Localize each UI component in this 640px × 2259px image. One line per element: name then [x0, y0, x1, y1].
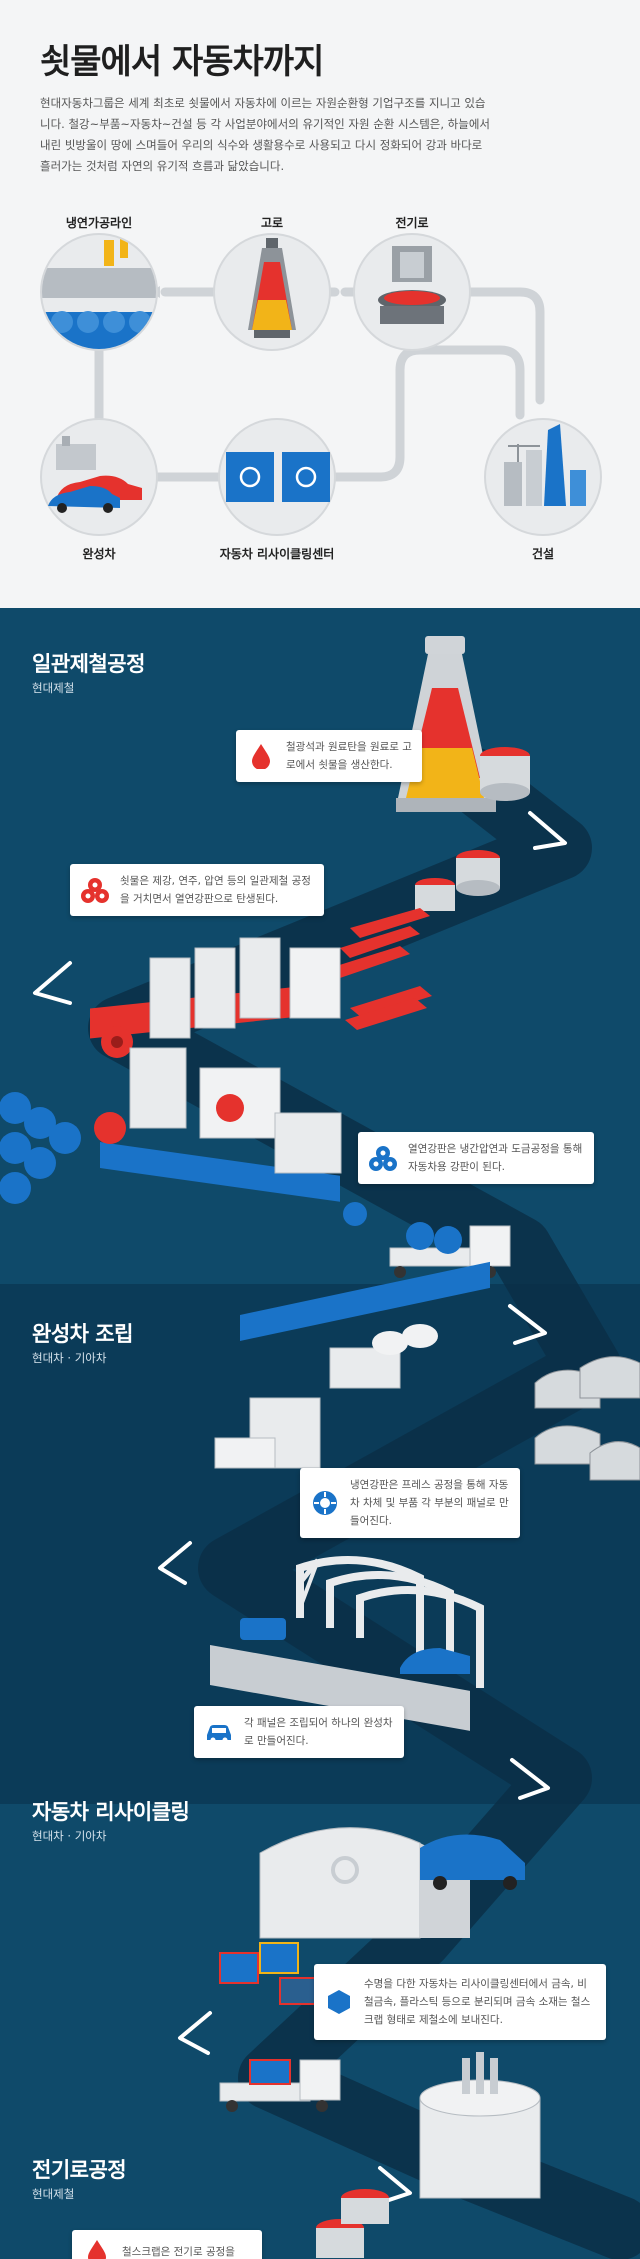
callout-text: 냉연강판은 프레스 공정을 통해 자동차 차체 및 부품 각 부분의 패널로 만…	[350, 1479, 509, 1527]
callout-text: 쇳물은 제강, 연주, 압연 등의 일관제철 공정을 거치면서 열연강판으로 탄…	[120, 875, 311, 905]
callout-pig-iron: 철광석과 원료탄을 원료로 고로에서 쇳물을 생산한다.	[236, 730, 422, 782]
callout-text: 철광석과 원료탄을 원료로 고로에서 쇳물을 생산한다.	[286, 741, 412, 771]
node-label-finished-car: 완성차	[82, 547, 116, 561]
node-finished-car	[40, 418, 158, 536]
gear-icon	[310, 1488, 340, 1518]
section-title-recycling: 자동차 리사이클링	[32, 1800, 190, 1824]
callout-electric-furnace: 철스크랩은 전기로 공정을	[72, 2230, 262, 2259]
rolling-mill-stands	[90, 937, 341, 1058]
section-title-integrated-steel: 일관제철공정	[32, 652, 145, 676]
resource-cycle-diagram	[40, 233, 602, 536]
press-line-illustration	[214, 1261, 490, 1469]
callout-text: 수명을 다한 자동차는 리사이클링센터에서 금속, 비철금속, 플라스틱 등으로…	[364, 1978, 591, 2026]
node-label-construction: 건설	[531, 547, 555, 561]
coil-cluster-icon	[368, 1143, 398, 1173]
node-label-electric-furnace: 전기로	[395, 216, 429, 230]
node-cold-rolling-line	[40, 233, 158, 351]
process-flow-illustration	[0, 636, 640, 2259]
recycling-building-illustration	[259, 1827, 525, 1939]
scrap-truck	[219, 2059, 341, 2112]
node-electric-furnace	[353, 233, 471, 351]
node-blast-furnace	[213, 233, 331, 351]
panel-stacks	[534, 1356, 640, 1481]
ladle-group-1	[415, 747, 530, 911]
car-icon	[204, 1717, 234, 1747]
coil-truck	[389, 1222, 511, 1278]
flow-arrows	[33, 811, 567, 2205]
node-label-blast-furnace: 고로	[260, 216, 284, 230]
callout-text: 열연강판은 냉간압연과 도금공정을 통해 자동차용 강판이 된다.	[408, 1143, 583, 1173]
drop-icon	[82, 2237, 112, 2259]
callout-press: 냉연강판은 프레스 공정을 통해 자동차 차체 및 부품 각 부분의 패널로 만…	[300, 1468, 520, 1538]
section-title-electric-furnace: 전기로공정	[32, 2158, 127, 2182]
scrap-blocks	[219, 1942, 319, 2005]
section-subtitle-integrated-steel: 현대제철	[32, 681, 75, 695]
hexagon-icon	[324, 1987, 354, 2017]
node-label-recycling-center: 자동차 리사이클링센터	[219, 547, 335, 561]
node-recycling-center	[218, 418, 336, 536]
cold-rolling-line-illustration	[94, 1047, 367, 1226]
process-flow-section: 일관제철공정 현대제철 완성차 조립 현대차 · 기아차 자동차 리사이클링 현…	[0, 608, 640, 2259]
intro-text: 현대자동차그룹은 세계 최초로 쇳물에서 자동차에 이르는 자원순환형 기업구조…	[40, 96, 490, 173]
coil-cluster-icon	[80, 875, 110, 905]
slab-line	[330, 908, 432, 1030]
section-subtitle-assembly: 현대차 · 기아차	[32, 1351, 107, 1365]
assembly-line-illustration	[210, 1556, 484, 1731]
node-label-cold-rolling-line: 냉연가공라인	[65, 216, 133, 230]
page-title: 쇳물에서 자동차까지	[40, 42, 324, 82]
callout-assembly: 각 패널은 조립되어 하나의 완성차로 만들어진다.	[194, 1706, 404, 1758]
electric-furnace-illustration	[316, 2052, 541, 2258]
section-title-assembly: 완성차 조립	[32, 1322, 133, 1346]
drop-icon	[246, 741, 276, 771]
coil-stacks	[0, 1092, 81, 1204]
intro-section: 쇳물에서 자동차까지 현대자동차그룹은 세계 최초로 쇳물에서 자동차에 이르는…	[0, 0, 640, 608]
section-subtitle-recycling: 현대차 · 기아차	[32, 1829, 107, 1843]
callout-hot-rolled: 쇳물은 제강, 연주, 압연 등의 일관제철 공정을 거치면서 열연강판으로 탄…	[70, 864, 324, 916]
callout-text: 철스크랩은 전기로 공정을	[122, 2246, 235, 2258]
callout-text: 각 패널은 조립되어 하나의 완성차로 만들어진다.	[244, 1717, 393, 1747]
callout-cold-rolled: 열연강판은 냉간압연과 도금공정을 통해 자동차용 강판이 된다.	[358, 1132, 594, 1184]
node-construction	[484, 418, 602, 536]
section-subtitle-electric-furnace: 현대제철	[32, 2187, 75, 2201]
callout-recycling: 수명을 다한 자동차는 리사이클링센터에서 금속, 비철금속, 플라스틱 등으로…	[314, 1964, 606, 2040]
